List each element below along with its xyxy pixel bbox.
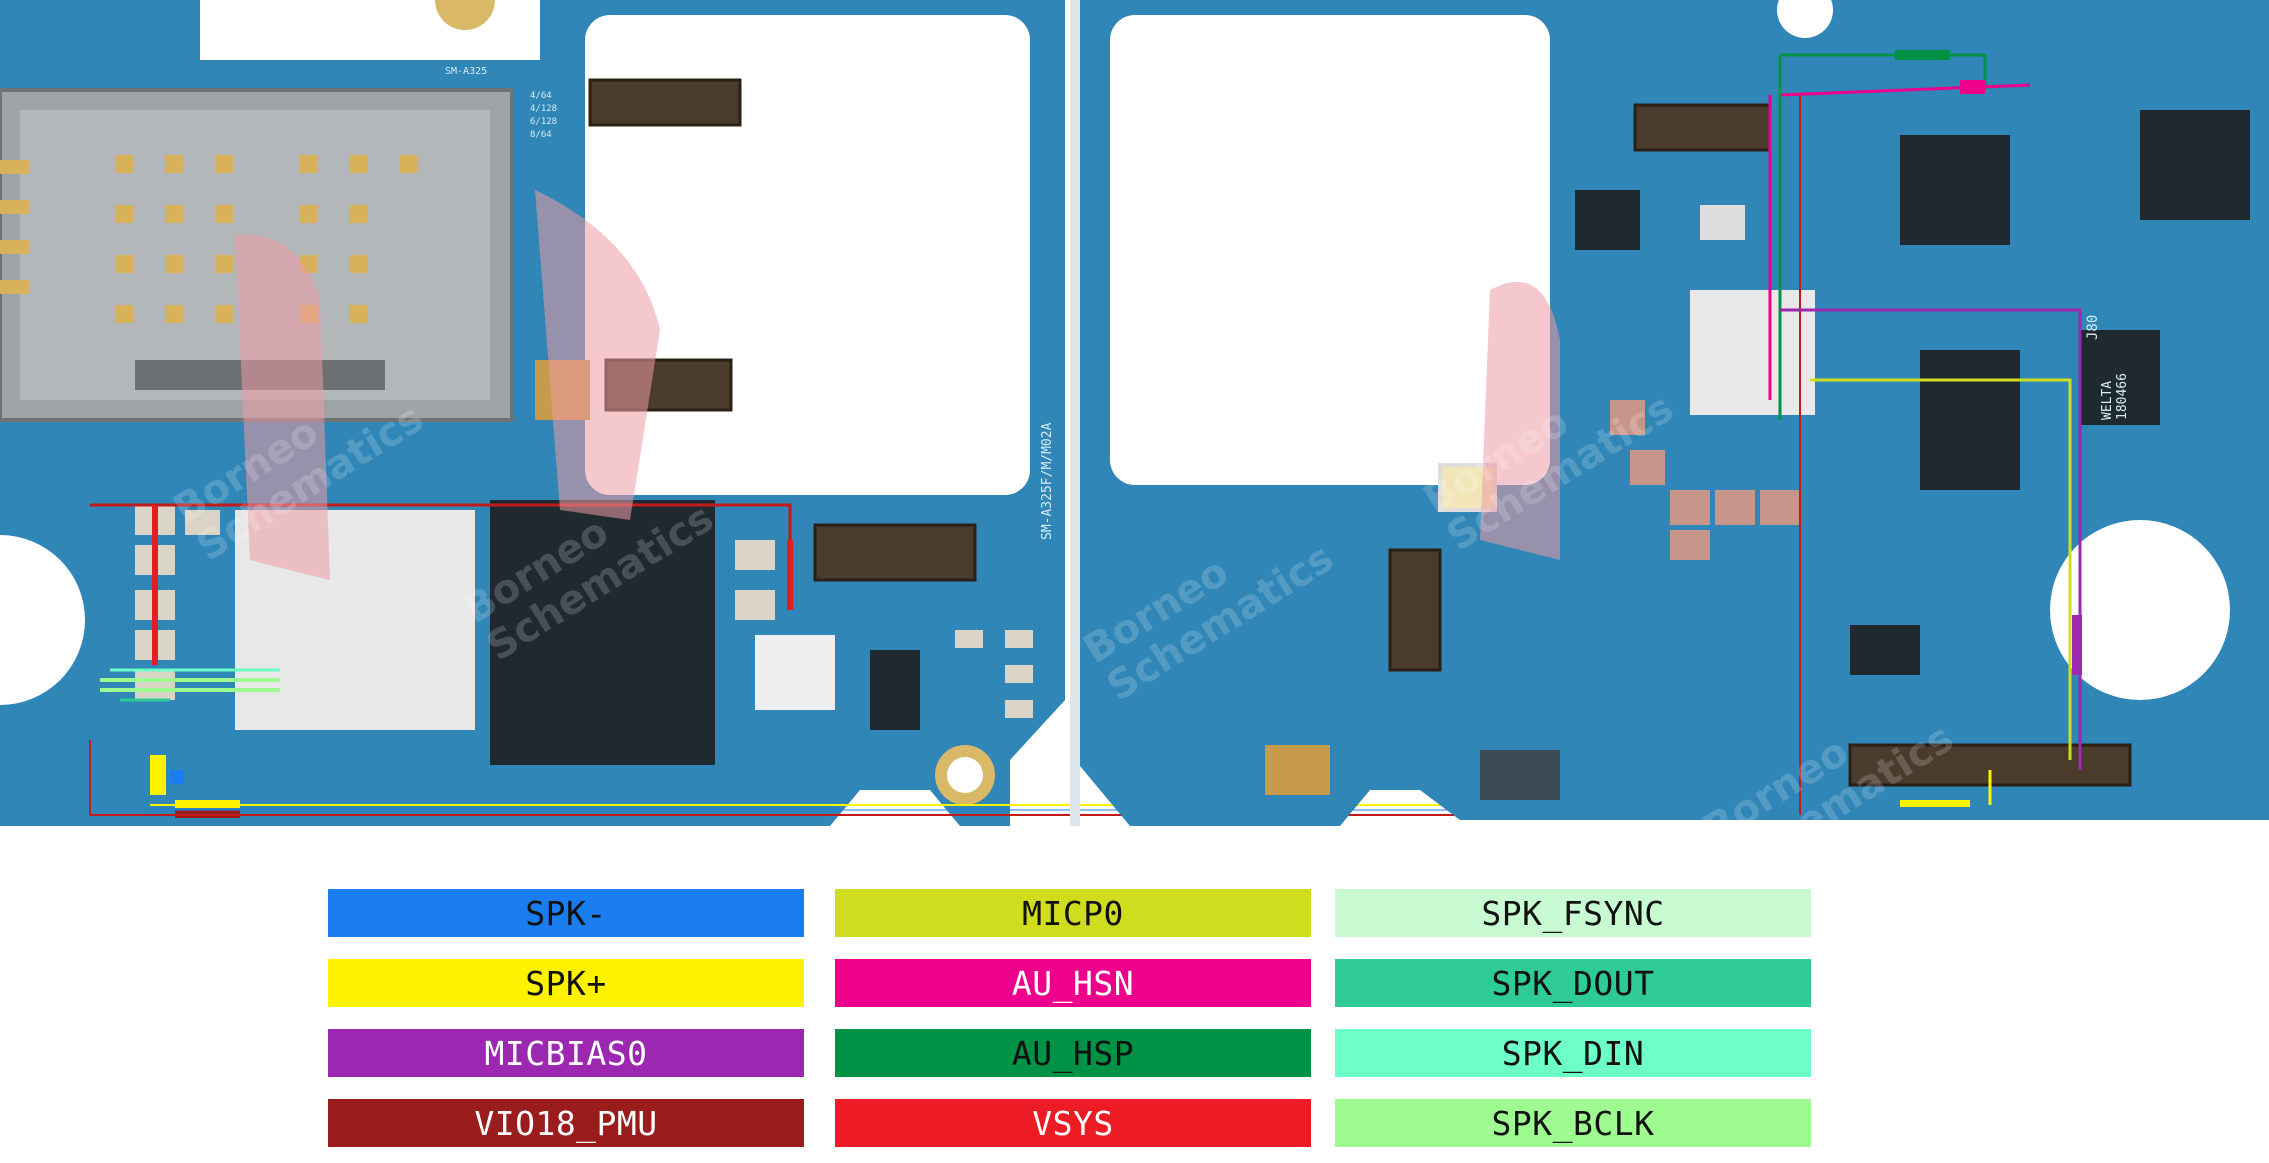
- memory-variant-labels: 4/64 4/128 6/128 8/64: [530, 91, 558, 140]
- legend-item: AU_HSP: [835, 1029, 1311, 1077]
- legend-item: MICBIAS0: [328, 1029, 804, 1077]
- legend-item: VIO18_PMU: [328, 1099, 804, 1147]
- legend-item: SPK_DIN: [1335, 1029, 1811, 1077]
- signal-legend: SPK- MICP0 SPK_FSYNC SPK+ AU_HSN SPK_DOUT MICB…: [0, 870, 2269, 1163]
- legend-item: SPK_FSYNC: [1335, 889, 1811, 937]
- legend-item: SPK_BCLK: [1335, 1099, 1811, 1147]
- board-model-label: SM-A325: [445, 66, 488, 77]
- pcb-drawing: [0, 0, 2269, 826]
- chip-label-welta: WELTA 180466: [2100, 373, 2130, 420]
- chip-label-j80: J80: [2085, 314, 2101, 340]
- watermark-shape: [235, 190, 1560, 580]
- board-model-label-right: SM-A325F/M/M02A: [1040, 422, 1055, 540]
- legend-item: VSYS: [835, 1099, 1311, 1147]
- right-board: [1070, 0, 2269, 826]
- legend-item: AU_HSN: [835, 959, 1311, 1007]
- legend-item: SPK+: [328, 959, 804, 1007]
- legend-item: MICP0: [835, 889, 1311, 937]
- legend-item: SPK-: [328, 889, 804, 937]
- legend-item: SPK_DOUT: [1335, 959, 1811, 1007]
